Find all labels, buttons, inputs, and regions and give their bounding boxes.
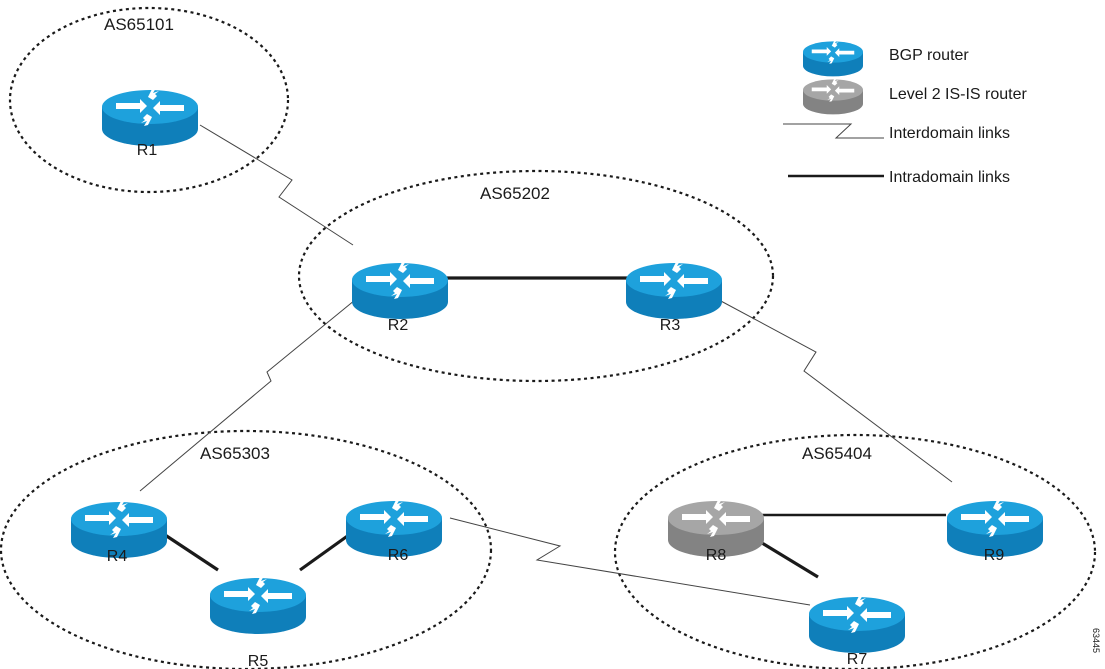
router-label-r5: R5 <box>248 653 269 669</box>
domain-as65303 <box>0 429 493 669</box>
router-label-r9: R9 <box>984 547 1005 564</box>
figure-id: 63445 <box>1091 628 1101 653</box>
legend-intradomain-label: Intradomain links <box>889 169 1010 186</box>
router-label-r8: R8 <box>706 547 727 564</box>
router-label-r7: R7 <box>847 651 868 668</box>
domain-as65101 <box>8 6 290 194</box>
legend-interdomain-label: Interdomain links <box>889 125 1010 142</box>
domain-label-as65101: AS65101 <box>104 15 174 34</box>
link-r1-r2 <box>199 124 354 246</box>
router-icon-r1 <box>102 88 198 146</box>
legend-interdomain-line <box>783 123 884 139</box>
router-label-r6: R6 <box>388 547 409 564</box>
router-label-r3: R3 <box>660 317 681 334</box>
router-icon-r2 <box>352 261 448 319</box>
legend-isis-router-icon <box>803 78 863 115</box>
legend: BGP router Level 2 IS-IS router Interdom… <box>783 40 1028 186</box>
router-label-r2: R2 <box>388 317 409 334</box>
link-r2-r4 <box>139 299 356 492</box>
domain-label-as65202: AS65202 <box>480 184 550 203</box>
domain-label-as65303: AS65303 <box>200 444 270 463</box>
legend-bgp-router-label: BGP router <box>889 47 969 64</box>
legend-isis-router-label: Level 2 IS-IS router <box>889 86 1028 103</box>
domain-as65202 <box>297 169 775 383</box>
legend-bgp-router-icon <box>803 40 863 77</box>
router-icon-r7 <box>809 595 905 653</box>
domain-as65404 <box>613 433 1097 669</box>
router-label-r4: R4 <box>107 548 128 565</box>
link-r6-r7 <box>449 517 811 606</box>
router-label-r1: R1 <box>137 142 158 159</box>
domain-label-as65404: AS65404 <box>802 444 872 463</box>
link-r3-r9 <box>718 299 953 483</box>
router-icon-r5 <box>210 576 306 634</box>
router-icon-r3 <box>626 261 722 319</box>
